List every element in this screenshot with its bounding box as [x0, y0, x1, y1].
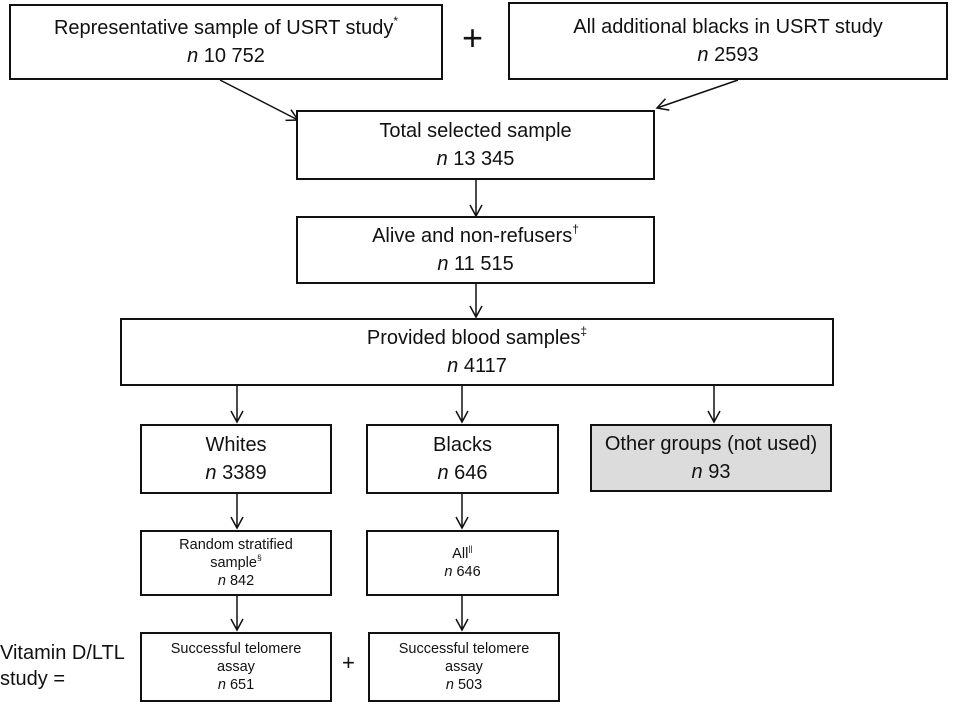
- box-label: Provided blood samples‡: [366, 324, 588, 349]
- box-random-stratified: Random stratified sample§ n 842: [140, 530, 332, 596]
- box-label-line1: Successful telomere: [170, 641, 302, 657]
- box-label: All additional blacks in USRT study: [573, 16, 883, 38]
- arrow-representative-to-total: [219, 79, 300, 122]
- box-count: n 11 515: [437, 253, 514, 275]
- box-count: n 2593: [697, 44, 759, 66]
- box-label-line2: sample§: [210, 552, 262, 571]
- box-label-line1: Random stratified: [179, 537, 293, 553]
- box-count: n 651: [217, 677, 255, 693]
- plus-sign-top: +: [462, 17, 484, 58]
- box-total-selected: Total selected sample n 13 345: [296, 110, 655, 180]
- box-label: Other groups (not used): [604, 433, 818, 455]
- box-label-line2: assay: [217, 659, 255, 675]
- box-label-line1: Successful telomere: [398, 641, 530, 657]
- box-count: n 13 345: [436, 148, 515, 170]
- box-count: n 503: [445, 677, 483, 693]
- box-blacks: Blacks n 646: [366, 424, 559, 494]
- plus-sign-bottom: +: [342, 650, 355, 675]
- side-label-line2: study =: [0, 668, 66, 690]
- box-other-groups: Other groups (not used) n 93: [590, 424, 832, 492]
- box-label: Blacks: [433, 434, 492, 456]
- box-label: Representative sample of USRT study*: [53, 14, 399, 39]
- box-count: n 3389: [205, 462, 267, 484]
- box-whites: Whites n 3389: [140, 424, 332, 494]
- side-label: Vitamin D/LTL study =: [0, 640, 125, 692]
- box-count: n 93: [691, 461, 731, 483]
- box-count: n 4117: [447, 355, 507, 377]
- box-provided-blood: Provided blood samples‡ n 4117: [120, 318, 834, 386]
- box-additional-blacks: All additional blacks in USRT study n 25…: [508, 2, 948, 80]
- box-telomere-blacks: Successful telomere assay n 503: [368, 632, 560, 702]
- box-label: Total selected sample: [379, 120, 572, 142]
- box-alive-non-refusers: Alive and non-refusers† n 11 515: [296, 216, 655, 284]
- box-all-blacks: All|| n 646: [366, 530, 559, 596]
- box-label: Alive and non-refusers†: [372, 222, 579, 247]
- box-telomere-whites: Successful telomere assay n 651: [140, 632, 332, 702]
- box-representative-sample: Representative sample of USRT study* n 1…: [9, 4, 443, 80]
- box-label: Whites: [205, 434, 267, 456]
- box-count: n 646: [437, 462, 488, 484]
- box-count: n 10 752: [187, 45, 265, 67]
- box-label-line2: assay: [445, 659, 483, 675]
- box-label: All||: [452, 543, 473, 562]
- box-count: n 646: [444, 564, 481, 580]
- box-count: n 842: [217, 573, 255, 589]
- arrow-additional-to-total: [655, 79, 739, 111]
- side-label-line1: Vitamin D/LTL: [0, 642, 125, 664]
